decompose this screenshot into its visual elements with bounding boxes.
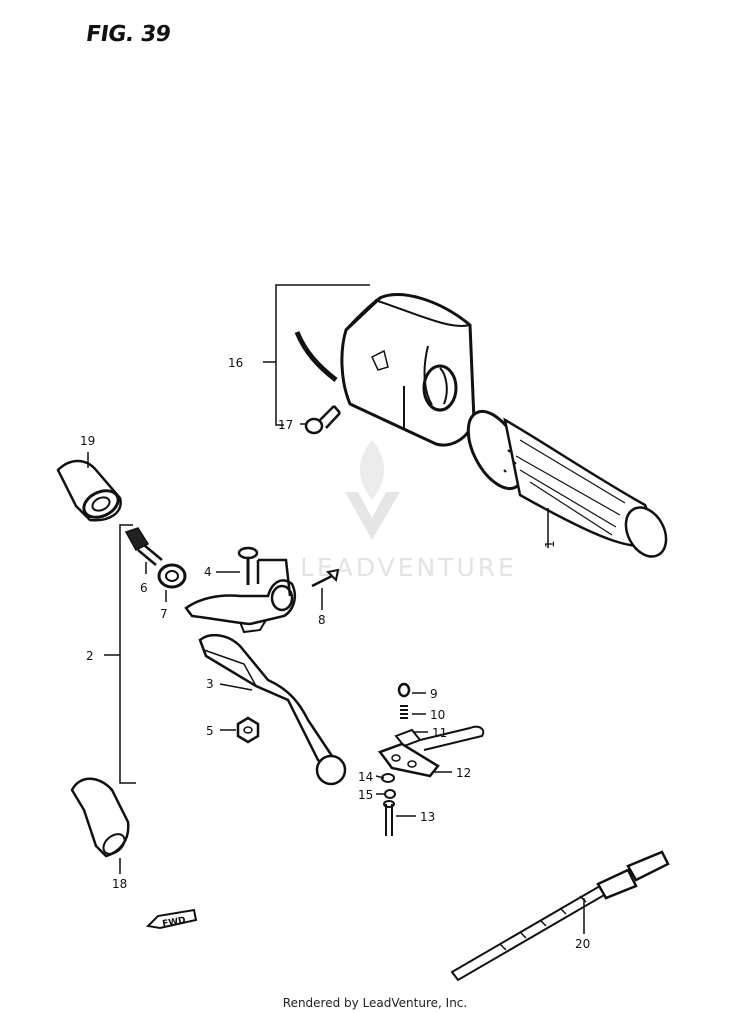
callout-16: 16 <box>228 356 243 370</box>
callout-15: 15 <box>358 788 373 802</box>
screw-8 <box>311 568 340 588</box>
callout-19: 19 <box>80 434 95 448</box>
bolt-6 <box>124 527 163 566</box>
screw-17 <box>304 405 341 435</box>
callout-18: 18 <box>112 877 127 891</box>
callout-14: 14 <box>358 770 373 784</box>
callout-10: 10 <box>430 708 445 722</box>
callout-17: 17 <box>278 418 293 432</box>
handlebar-grip <box>466 410 668 558</box>
callout-labels: 1 2 3 4 5 6 7 8 9 10 11 12 13 14 15 16 1… <box>80 356 590 951</box>
leader-lines <box>87 423 585 934</box>
nut-7 <box>157 563 187 589</box>
callout-8: 8 <box>318 613 326 627</box>
callout-9: 9 <box>430 687 438 701</box>
callout-4: 4 <box>204 565 212 579</box>
footer-credit: Rendered by LeadVenture, Inc. <box>282 996 468 1010</box>
fwd-label: FWD <box>162 916 187 930</box>
callout-5: 5 <box>206 724 214 738</box>
switch-housing <box>294 293 476 447</box>
clutch-lever <box>198 633 347 786</box>
callout-2: 2 <box>86 649 94 663</box>
clutch-switch-assembly <box>377 682 485 836</box>
callout-11: 11 <box>432 726 447 740</box>
callout-20: 20 <box>575 937 590 951</box>
cable-tie <box>450 850 670 982</box>
callout-1: 1 <box>543 540 557 548</box>
dust-boot-18 <box>70 777 130 858</box>
callout-7: 7 <box>160 607 168 621</box>
dust-boot-19 <box>56 459 122 522</box>
callout-12: 12 <box>456 766 471 780</box>
nut-5 <box>236 716 260 744</box>
callout-13: 13 <box>420 810 435 824</box>
lever-holder <box>184 546 296 634</box>
callout-6: 6 <box>140 581 148 595</box>
fwd-arrow-icon <box>145 908 198 930</box>
callout-3: 3 <box>206 677 214 691</box>
